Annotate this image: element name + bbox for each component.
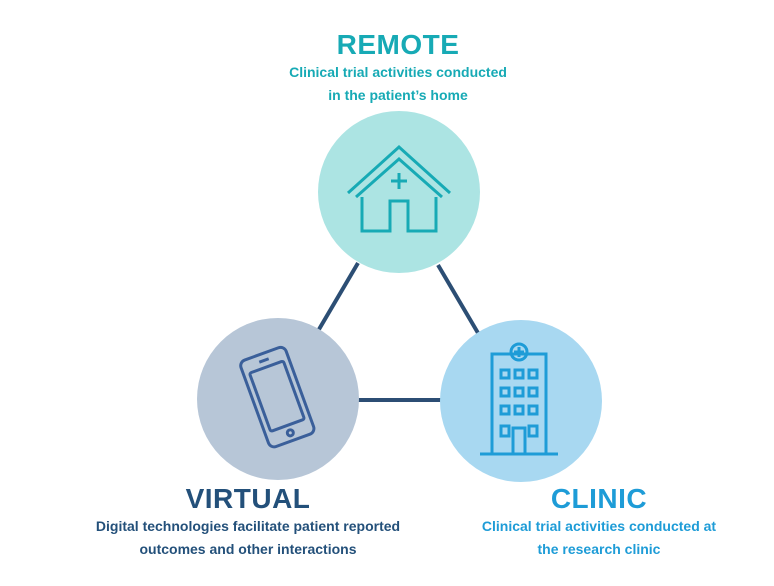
virtual-description-line-2: outcomes and other interactions [139,541,357,557]
remote-description-line-2: in the patient’s home [328,87,468,103]
virtual-title: VIRTUAL [185,483,311,514]
remote-circle [318,111,480,273]
remote-title: REMOTE [336,29,460,60]
remote-label-group: REMOTE Clinical trial activities conduct… [220,29,576,107]
remote-description: Clinical trial activities conducted in t… [220,61,576,107]
virtual-circle [197,318,359,480]
clinic-circle [440,320,602,482]
remote-description-line-1: Clinical trial activities conducted [289,64,507,80]
connector-remote-virtual [316,261,360,333]
smartphone-icon [239,345,316,449]
hospital-building-icon [480,342,558,456]
virtual-description-line-1: Digital technologies facilitate patient … [95,518,401,534]
connector-remote-clinic [436,263,480,335]
house-icon [346,144,452,233]
clinic-description-line-1: Clinical trial activities conducted at [481,518,717,534]
clinic-description: Clinical trial activities conducted at t… [452,515,746,561]
clinic-title: CLINIC [550,483,648,514]
clinic-label-group: CLINIC Clinical trial activities conduct… [452,483,746,561]
clinic-description-line-2: the research clinic [537,541,661,557]
virtual-description: Digital technologies facilitate patient … [48,515,448,561]
virtual-label-group: VIRTUAL Digital technologies facilitate … [48,483,448,561]
